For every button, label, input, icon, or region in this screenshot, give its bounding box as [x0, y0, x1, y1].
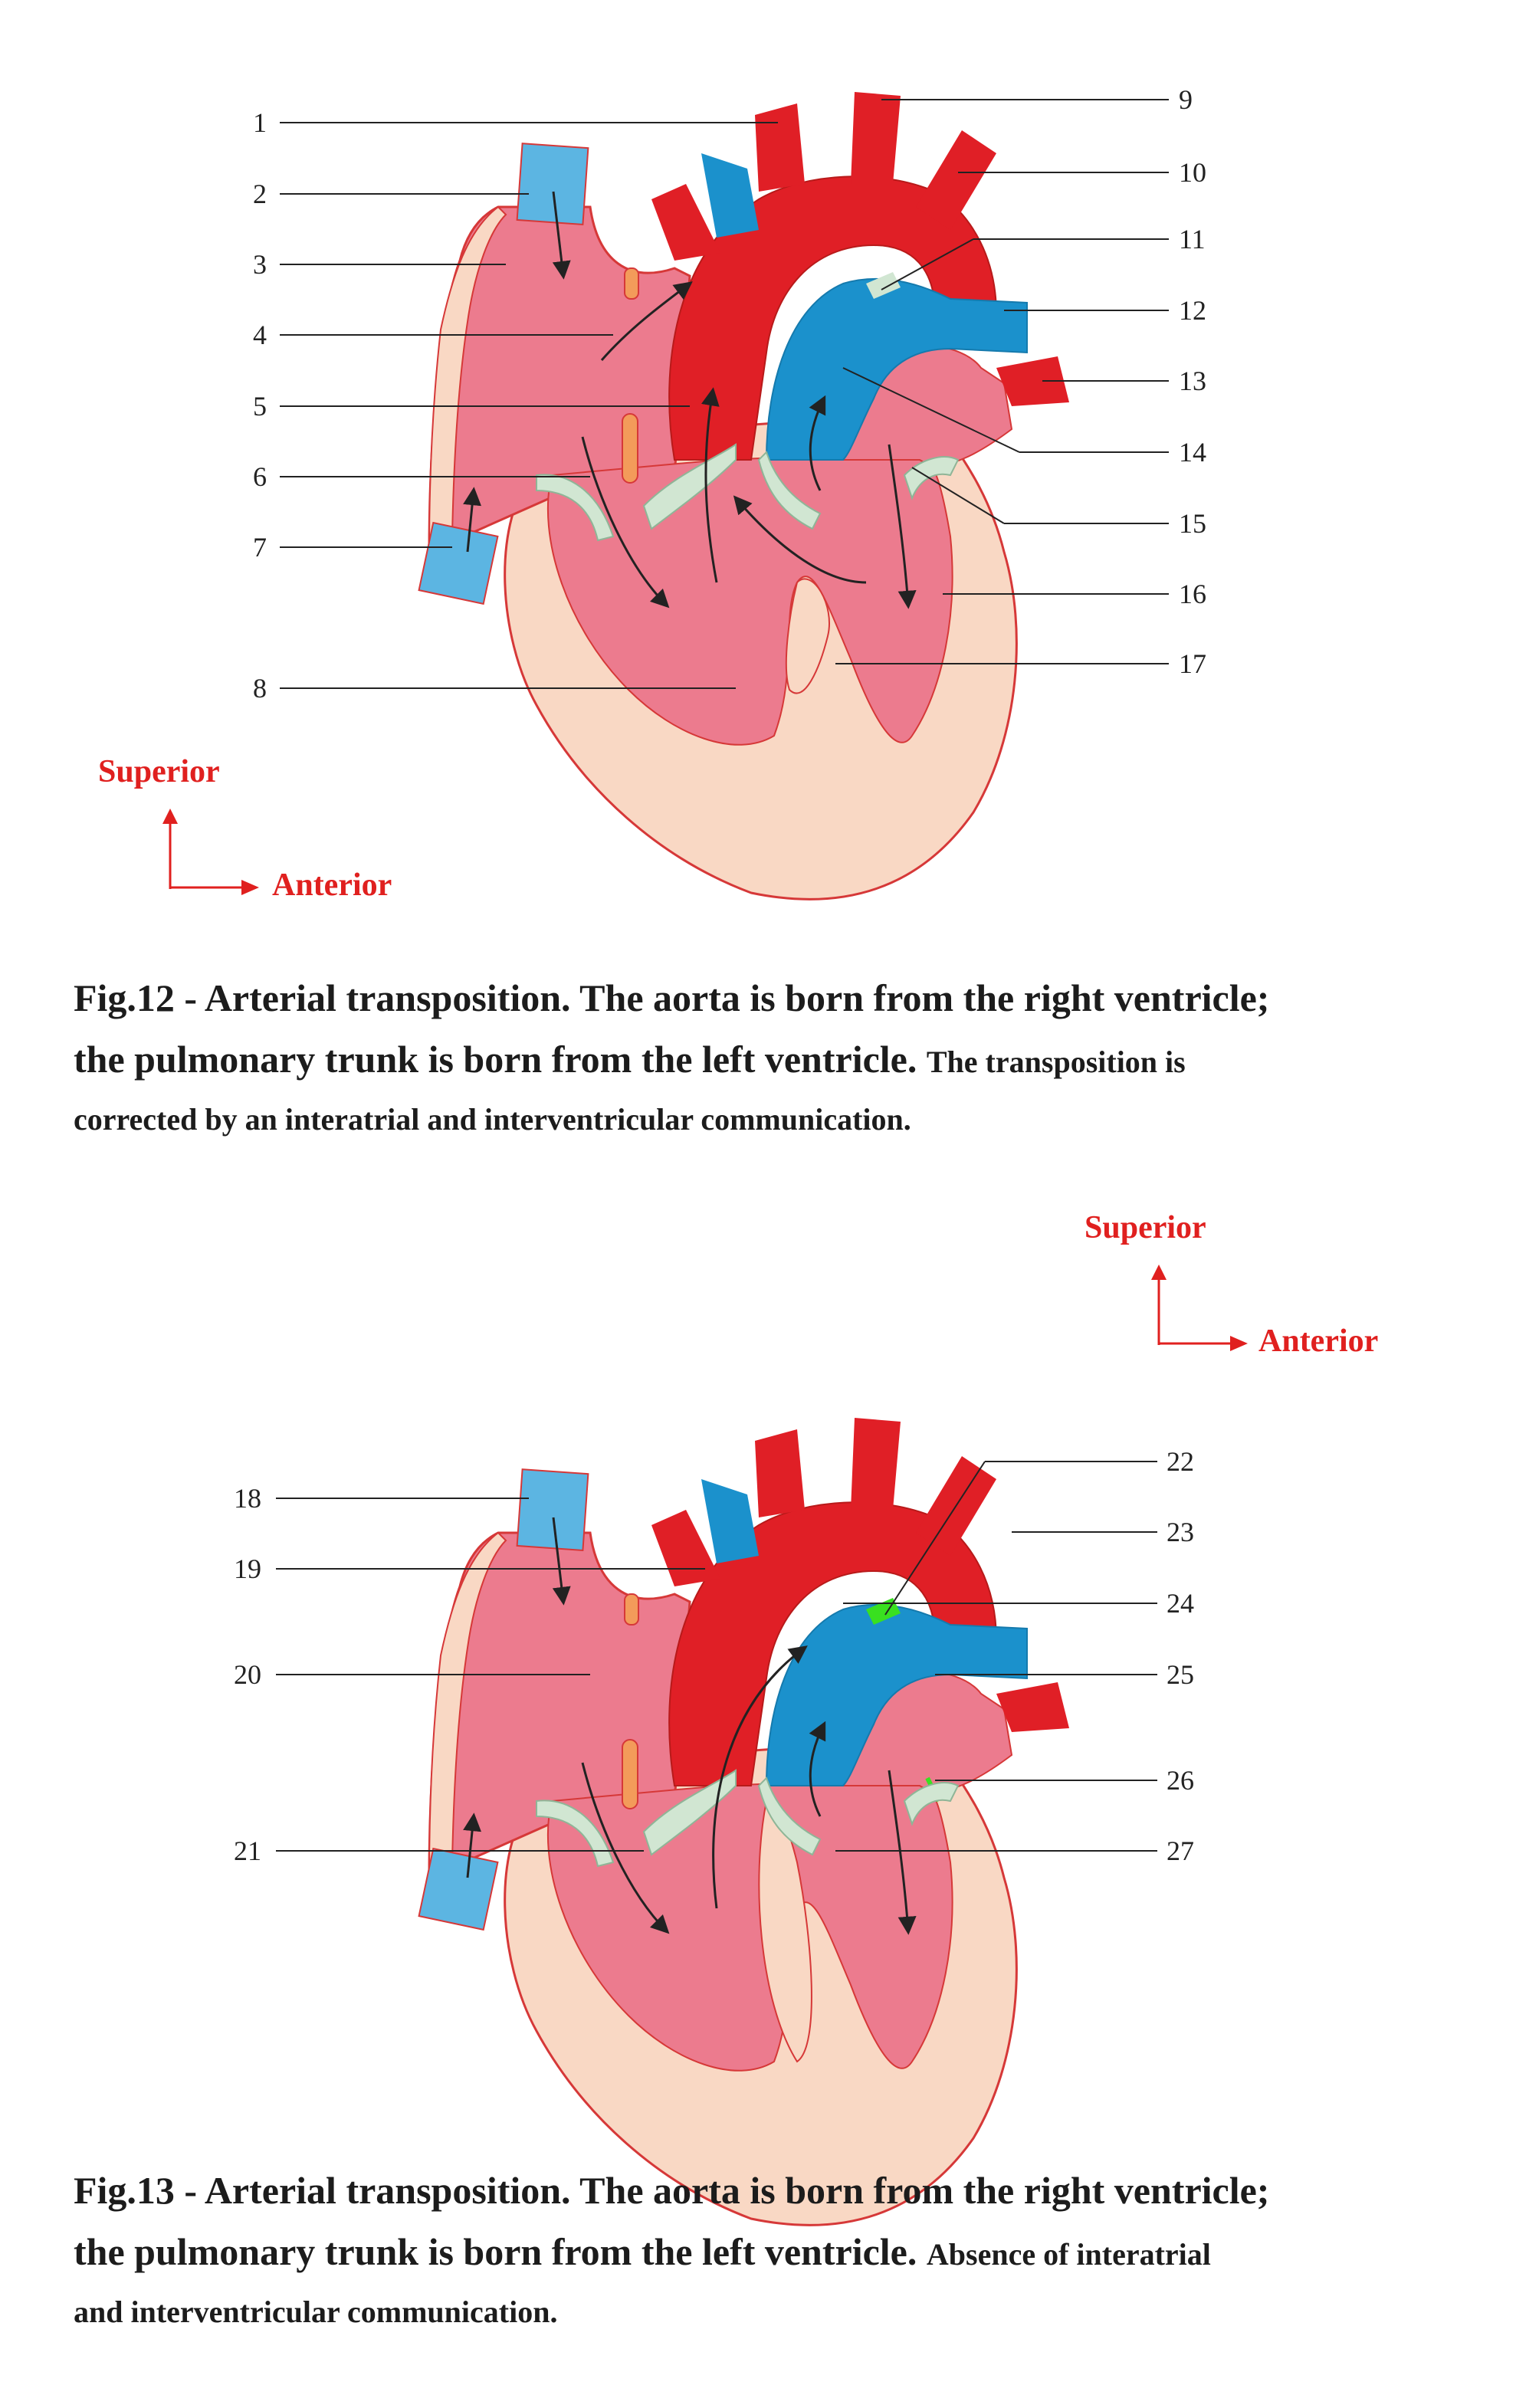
label-7: 7	[253, 532, 267, 563]
orientation-indicator: Superior Anterior	[98, 754, 392, 903]
label-10: 10	[1179, 157, 1206, 188]
mitral-valve	[903, 456, 960, 500]
leader-lines-left	[280, 122, 778, 689]
pulmonary-vein	[996, 1682, 1069, 1732]
label-20: 20	[234, 1659, 261, 1690]
aortic-branch-3	[916, 130, 996, 230]
label-9: 9	[1179, 84, 1193, 115]
labels-left: 1 2 3 4 5 6 7 8	[253, 107, 267, 704]
right-pulmonary-artery-stub	[701, 1479, 759, 1563]
superior-label: Superior	[98, 754, 220, 789]
right-arrow-icon	[1230, 1336, 1248, 1351]
tricuspid-valve	[536, 1799, 615, 1868]
orientation-indicator: Superior Anterior	[1085, 1210, 1378, 1359]
label-22: 22	[1167, 1446, 1194, 1477]
label-18: 18	[234, 1483, 261, 1514]
blood-flow-arrows	[463, 191, 917, 609]
superior-label: Superior	[1085, 1210, 1206, 1245]
leader-lines-left	[276, 1498, 705, 1852]
label-13: 13	[1179, 366, 1206, 396]
caption-12-line1: Fig.12 - Arterial transposition. The aor…	[74, 976, 1270, 1019]
label-5: 5	[253, 391, 267, 422]
label-1: 1	[253, 107, 267, 138]
right-arrow-icon	[241, 880, 259, 895]
label-3: 3	[253, 249, 267, 280]
aortic-branch-1	[755, 1429, 805, 1517]
foramen-ovale	[622, 1739, 638, 1809]
up-arrow-icon	[1151, 1265, 1167, 1280]
heart-diagram-12: 1 2 3 4 5 6 7 8 9 10 11 12 13 14 15 16 1…	[98, 84, 1206, 903]
figure-12: 1 2 3 4 5 6 7 8 9 10 11 12 13 14 15 16 1…	[0, 0, 1539, 1180]
labels-right: 22 23 24 25 26 27	[1167, 1446, 1194, 1866]
inferior-vena-cava	[418, 1847, 499, 1931]
aortic-stub-left	[651, 184, 720, 261]
interventricular-septum	[758, 1799, 812, 2063]
mitral-valve	[903, 1782, 960, 1826]
aortic-valve	[642, 1769, 737, 1856]
label-19: 19	[234, 1553, 261, 1584]
right-pulmonary-artery-stub	[701, 153, 759, 238]
anterior-label: Anterior	[272, 868, 392, 903]
ductus-arteriosus	[866, 272, 901, 299]
superior-vena-cava	[516, 1468, 589, 1552]
aortic-branch-2	[851, 92, 901, 184]
label-17: 17	[1179, 648, 1206, 679]
anterior-label: Anterior	[1258, 1324, 1378, 1359]
label-25: 25	[1167, 1659, 1194, 1690]
labels-right: 9 10 11 12 13 14 15 16 17	[1179, 84, 1206, 679]
up-arrow-icon	[162, 809, 178, 824]
pulmonary-trunk	[765, 1603, 1028, 1786]
caption-13-line3: and interventricular communication.	[74, 2295, 558, 2329]
pulmonary-valve	[757, 451, 822, 530]
figure-12-caption: Fig.12 - Arterial transposition. The aor…	[74, 967, 1491, 1147]
label-4: 4	[253, 320, 267, 350]
label-16: 16	[1179, 579, 1206, 609]
caption-12-note: The transposition is	[926, 1045, 1186, 1079]
superior-vena-cava	[516, 143, 589, 226]
tricuspid-valve	[536, 474, 615, 542]
aorta	[668, 1501, 998, 1786]
caption-12-line3: corrected by an interatrial and interven…	[74, 1102, 911, 1137]
inferior-vena-cava	[418, 521, 499, 605]
label-14: 14	[1179, 437, 1206, 467]
aortic-branch-2	[851, 1418, 901, 1510]
foramen-ovale	[622, 413, 638, 484]
caption-13-note: Absence of interatrial	[926, 2237, 1211, 2272]
aortic-branch-1	[755, 103, 805, 192]
pulmonary-valve	[757, 1776, 822, 1856]
label-11: 11	[1179, 224, 1206, 254]
figure-13-caption: Fig.13 - Arterial transposition. The aor…	[74, 2160, 1491, 2339]
right-ventricle-chamber	[546, 451, 953, 746]
label-12: 12	[1179, 295, 1206, 326]
pulmonary-vein	[996, 356, 1069, 406]
pulmonary-trunk	[765, 277, 1028, 461]
label-15: 15	[1179, 508, 1206, 539]
label-21: 21	[234, 1836, 261, 1866]
heart-diagram-13: 18 19 20 21 22 23 24 25 26 27 Superior A…	[234, 1210, 1378, 2226]
aorta	[668, 176, 998, 461]
label-6: 6	[253, 461, 267, 492]
leader-lines-right	[835, 99, 1169, 664]
label-27: 27	[1167, 1836, 1194, 1866]
label-2: 2	[253, 179, 267, 209]
label-23: 23	[1167, 1517, 1194, 1547]
septum-secundum	[624, 1593, 639, 1626]
septum-secundum	[624, 267, 639, 300]
leader-lines-right	[835, 1461, 1157, 1852]
labels-left: 18 19 20 21	[234, 1483, 261, 1866]
aortic-stub-left	[651, 1510, 720, 1586]
label-24: 24	[1167, 1588, 1194, 1619]
label-8: 8	[253, 673, 267, 704]
caption-13-line1: Fig.13 - Arterial transposition. The aor…	[74, 2169, 1270, 2212]
caption-13-line2: the pulmonary trunk is born from the lef…	[74, 2230, 917, 2273]
label-26: 26	[1167, 1765, 1194, 1796]
interventricular-septum	[785, 578, 830, 694]
figure-13: 18 19 20 21 22 23 24 25 26 27 Superior A…	[0, 1180, 1539, 2408]
caption-12-line2: the pulmonary trunk is born from the lef…	[74, 1038, 917, 1081]
aortic-valve	[642, 443, 737, 530]
